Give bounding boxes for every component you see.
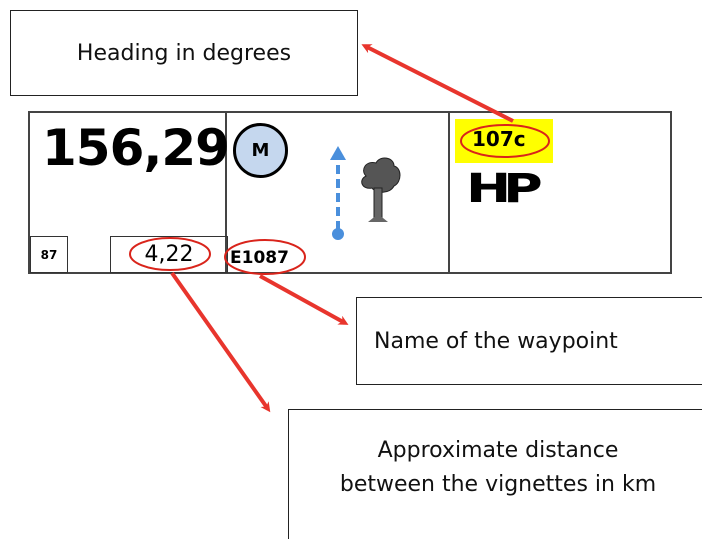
cumulative-value: 87 — [40, 247, 58, 262]
callout-distance-line2: between the vignettes in km — [339, 472, 657, 497]
strip-bottom-border — [28, 272, 672, 274]
badge-letter: M — [251, 140, 270, 161]
strip-top-border — [28, 111, 672, 113]
waypoint-code: 107c — [472, 127, 526, 151]
heading-annotation-arrow — [361, 44, 514, 123]
callout-distance-line1: Approximate distance — [377, 438, 619, 463]
strip-right-border — [670, 111, 672, 274]
strip-left-border — [28, 111, 30, 274]
callout-waypoint-text: Name of the waypoint — [374, 328, 618, 354]
cumulative-box: 87 — [30, 236, 68, 273]
hp-logo: HP — [466, 166, 543, 212]
callout-heading-in-degrees: Heading in degrees — [10, 10, 358, 96]
distance-box: 4,22 — [110, 236, 228, 273]
distance-annotation-arrow — [170, 271, 271, 413]
waypoint-name: E1087 — [230, 248, 289, 268]
callout-name-of-waypoint: Name of the waypoint — [356, 297, 702, 385]
strip-divider-2 — [448, 111, 450, 274]
callout-heading-text: Heading in degrees — [76, 40, 292, 66]
circle-badge-icon: M — [233, 123, 288, 178]
callout-approximate-distance: Approximate distance between the vignett… — [288, 409, 702, 539]
heading-value: 156,29 — [42, 119, 230, 177]
distance-value: 4,22 — [144, 242, 194, 267]
waypoint-annotation-arrow — [259, 274, 349, 325]
strip-divider-1 — [225, 111, 227, 274]
roadbook-strip: 156,29 87 4,22 M E1087 107c HP — [28, 111, 672, 274]
